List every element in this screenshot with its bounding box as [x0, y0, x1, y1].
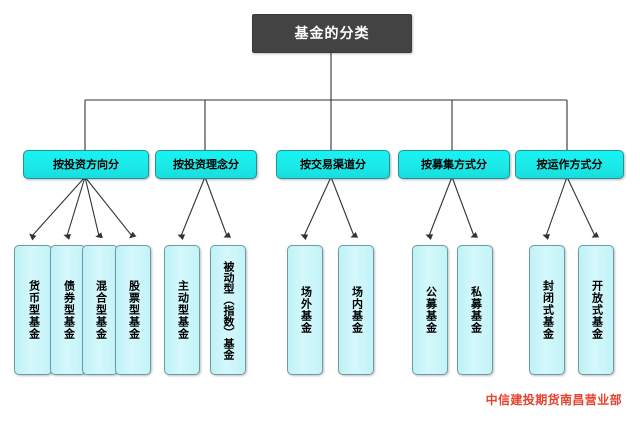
- leaf-node-otc-fund[interactable]: 场外基金: [287, 245, 323, 375]
- leaf-node-public-fund[interactable]: 公募基金: [412, 245, 448, 375]
- category-node-label: 按投资方向分: [53, 158, 119, 171]
- leaf-node-active-fund[interactable]: 主动型基金: [164, 245, 200, 375]
- leaf-node-label: 封闭式基金: [541, 280, 555, 340]
- category-node-label: 按投资理念分: [173, 158, 239, 171]
- edge-cat5-leaf2: [566, 176, 600, 238]
- category-node-fundraising-method[interactable]: 按募集方式分: [398, 150, 510, 179]
- edge-cat4-leaf1: [425, 176, 453, 241]
- leaf-node-label: 混合型基金: [94, 280, 108, 340]
- category-node-trading-channel[interactable]: 按交易渠道分: [276, 150, 390, 179]
- edge-cat1-leaf2: [63, 176, 86, 240]
- leaf-node-label: 开放式基金: [590, 280, 604, 340]
- leaf-node-label: 公募基金: [424, 286, 438, 334]
- leaf-node-equity-fund[interactable]: 股票型基金: [115, 245, 151, 375]
- leaf-node-label: 债券型基金: [62, 280, 76, 340]
- leaf-node-open-end-fund[interactable]: 开放式基金: [578, 245, 614, 375]
- leaf-node-label: 主动型基金: [176, 280, 190, 340]
- edge-cat4-leaf2: [451, 176, 479, 238]
- edge-cat5-leaf1: [542, 176, 568, 240]
- leaf-node-passive-index-fund[interactable]: 被动型（指数）基金: [210, 245, 246, 375]
- category-node-label: 按交易渠道分: [300, 158, 366, 171]
- leaf-node-label: 被动型（指数）基金: [222, 260, 236, 360]
- root-node-label: 基金的分类: [294, 25, 370, 42]
- category-node-label: 按募集方式分: [421, 158, 487, 171]
- edge-cat2-leaf1: [177, 176, 206, 241]
- leaf-node-bond-fund[interactable]: 债券型基金: [50, 245, 86, 375]
- leaf-node-exchange-traded-fund[interactable]: 场内基金: [338, 245, 374, 375]
- leaf-node-label: 场内基金: [350, 286, 364, 334]
- edge-cat1-leaf3: [84, 176, 103, 239]
- leaf-node-hybrid-fund[interactable]: 混合型基金: [82, 245, 118, 375]
- edge-cat3-leaf1: [300, 176, 332, 241]
- leaf-node-label: 场外基金: [299, 286, 313, 334]
- leaf-node-label: 股票型基金: [127, 280, 141, 340]
- root-node[interactable]: 基金的分类: [252, 14, 412, 53]
- edge-cat1-leaf1: [29, 176, 86, 241]
- leaf-node-label: 私募基金: [469, 286, 483, 334]
- leaf-node-closed-end-fund[interactable]: 封闭式基金: [529, 245, 565, 375]
- category-node-investment-philosophy[interactable]: 按投资理念分: [155, 150, 257, 179]
- edge-cat1-leaf4: [84, 176, 137, 239]
- leaf-node-label: 货币型基金: [27, 280, 41, 340]
- category-node-operation-method[interactable]: 按运作方式分: [515, 150, 624, 179]
- category-node-label: 按运作方式分: [536, 158, 603, 171]
- category-node-investment-direction[interactable]: 按投资方向分: [23, 150, 149, 179]
- leaf-node-private-fund[interactable]: 私募基金: [457, 245, 493, 375]
- leaf-node-money-market-fund[interactable]: 货币型基金: [14, 245, 52, 375]
- edge-cat3-leaf2: [330, 176, 359, 238]
- watermark-text: 中信建投期货南昌营业部: [485, 393, 622, 407]
- edge-cat2-leaf2: [204, 176, 232, 238]
